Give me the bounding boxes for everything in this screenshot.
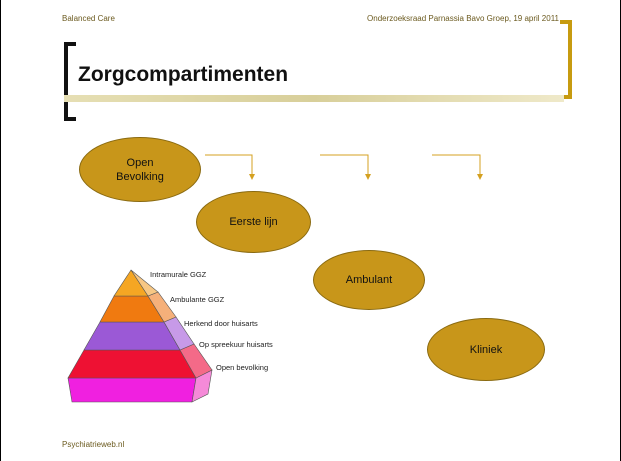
header-right-text: Onderzoeksraad Parnassia Bavo Groep, 19 … — [367, 14, 559, 23]
title-bracket-left — [64, 42, 76, 121]
pyramid-level-4-front — [67, 349, 197, 379]
pyramid-label-herkend: Herkend door huisarts — [184, 319, 258, 328]
arrow-1 — [205, 154, 253, 176]
pyramid-level-5-front — [67, 377, 197, 403]
compartment-ambulant: Ambulant — [313, 250, 425, 310]
header-left-text: Balanced Care — [62, 14, 115, 23]
title-underline-bar — [64, 95, 564, 102]
pyramid-label-spreekuur: Op spreekuur huisarts — [199, 340, 273, 349]
slide-title: Zorgcompartimenten — [78, 63, 289, 86]
title-bracket-right — [560, 20, 572, 99]
footer-text: Psychiatrieweb.nl — [62, 440, 125, 449]
pyramid-label-ambulante: Ambulante GGZ — [170, 295, 225, 304]
compartment-eerste-lijn: Eerste lijn — [196, 191, 311, 253]
slide-border-left — [0, 0, 1, 461]
pyramid-level-3-front — [83, 321, 181, 351]
arrow-3-head — [477, 174, 483, 180]
arrow-2 — [320, 154, 369, 176]
compartment-open-bevolking: Open Bevolking — [79, 137, 201, 202]
compartment-label: Open Bevolking — [116, 156, 164, 183]
compartment-label: Ambulant — [345, 274, 393, 286]
compartment-kliniek: Kliniek — [427, 318, 545, 381]
arrow-2-head — [365, 174, 371, 180]
pyramid-level-1-side — [130, 269, 159, 297]
pyramid-label-open-bevolking: Open bevolking — [216, 363, 269, 372]
pyramid — [67, 269, 213, 403]
compartment-label: Kliniek — [469, 343, 503, 356]
arrow-1-head — [249, 174, 255, 180]
arrow-heads — [249, 174, 483, 180]
flow-arrows — [205, 154, 481, 176]
arrow-3 — [432, 154, 481, 176]
pyramid-label-intramurale: Intramurale GGZ — [150, 270, 207, 279]
compartment-label: Eerste lijn — [229, 216, 278, 228]
